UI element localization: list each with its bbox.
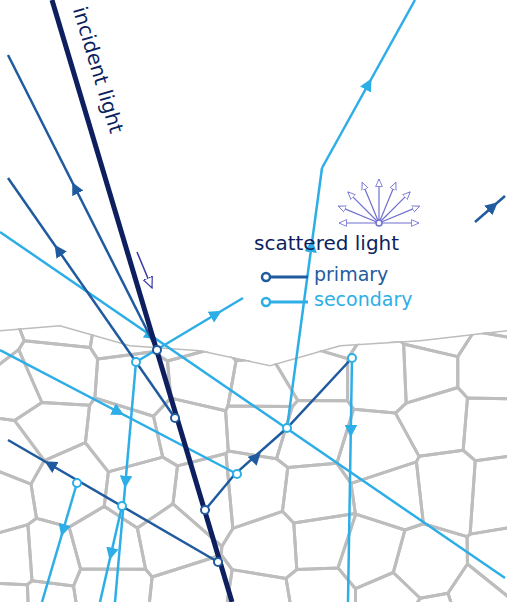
scatter-direction <box>379 192 410 223</box>
grain-boundary <box>31 443 108 527</box>
grain-boundary <box>74 569 153 602</box>
grain-boundary <box>69 506 146 569</box>
scattering-point <box>214 558 222 566</box>
scatter-direction <box>348 192 379 223</box>
grain-boundary <box>356 573 421 602</box>
grain-boundary <box>272 341 348 400</box>
grain-boundary <box>214 260 295 361</box>
scattering-point <box>73 479 81 487</box>
ray-arrowhead <box>350 430 353 431</box>
scattered-ray <box>42 483 77 602</box>
legend-text: primary <box>312 264 390 286</box>
scattered-ray <box>322 0 415 168</box>
scatter-direction <box>362 182 379 223</box>
direction-arrow <box>137 252 152 288</box>
ray-arrowhead <box>214 313 217 316</box>
grain-boundaries <box>0 260 507 602</box>
surface-boundary <box>0 325 507 365</box>
grain-boundary <box>28 518 81 586</box>
grain-boundary <box>448 564 507 602</box>
ray-arrowhead <box>255 456 258 459</box>
ray-arrowhead <box>110 552 113 555</box>
legend-sample <box>258 289 310 313</box>
legend-text: secondary <box>312 289 414 311</box>
scatter-direction <box>379 222 419 223</box>
grain-boundary <box>226 451 288 528</box>
grain-boundary <box>450 260 507 341</box>
grain-boundary <box>470 455 507 535</box>
scattering-point <box>132 358 140 366</box>
scatter-centre <box>376 220 382 226</box>
grain-boundary <box>379 593 469 602</box>
ray-arrowhead <box>57 249 60 252</box>
scattered-ray <box>8 178 175 418</box>
scattering-symbol <box>338 179 419 226</box>
grain-boundary <box>348 340 407 413</box>
scattering-point <box>171 414 179 422</box>
ray-arrowhead <box>49 463 52 466</box>
scattering-point <box>233 470 241 478</box>
grain-boundary <box>458 331 507 399</box>
legend-heading: scattered light <box>254 232 399 255</box>
grain-boundary <box>393 524 467 599</box>
scattered-ray <box>475 196 505 222</box>
scatter-direction <box>379 206 420 223</box>
grain-boundary <box>286 568 356 602</box>
ray-arrowhead <box>124 480 127 483</box>
scattered-ray <box>100 506 122 602</box>
incident-beam <box>52 0 232 602</box>
grain-boundary <box>143 555 232 602</box>
scatter-direction <box>378 179 379 223</box>
grain-boundary <box>395 387 467 456</box>
scatter-direction <box>339 222 379 223</box>
grain-boundary <box>0 260 24 394</box>
grain-boundary <box>0 582 30 602</box>
scattered-ray <box>348 358 352 602</box>
ray-arrowhead <box>62 528 65 531</box>
scattering-point <box>118 502 126 510</box>
scattered-ray <box>0 232 505 578</box>
grain-boundary <box>276 401 353 468</box>
scattered-ray <box>205 358 352 510</box>
grain-boundary <box>90 260 171 359</box>
scattering-point <box>201 506 209 514</box>
grain-boundary <box>15 402 90 460</box>
grain-boundary <box>463 398 507 461</box>
scattering-point <box>153 346 161 354</box>
ray-arrowhead <box>491 205 494 208</box>
ray-arrowhead <box>74 187 77 190</box>
ray-arrowhead <box>367 83 370 86</box>
scattering-point <box>348 354 356 362</box>
grain-boundary <box>497 590 507 602</box>
ray-arrowhead <box>116 410 119 413</box>
beam-label: incident light <box>68 4 128 136</box>
scattered-ray <box>115 362 136 602</box>
scattering-point <box>283 424 291 432</box>
legend-sample <box>258 264 310 288</box>
